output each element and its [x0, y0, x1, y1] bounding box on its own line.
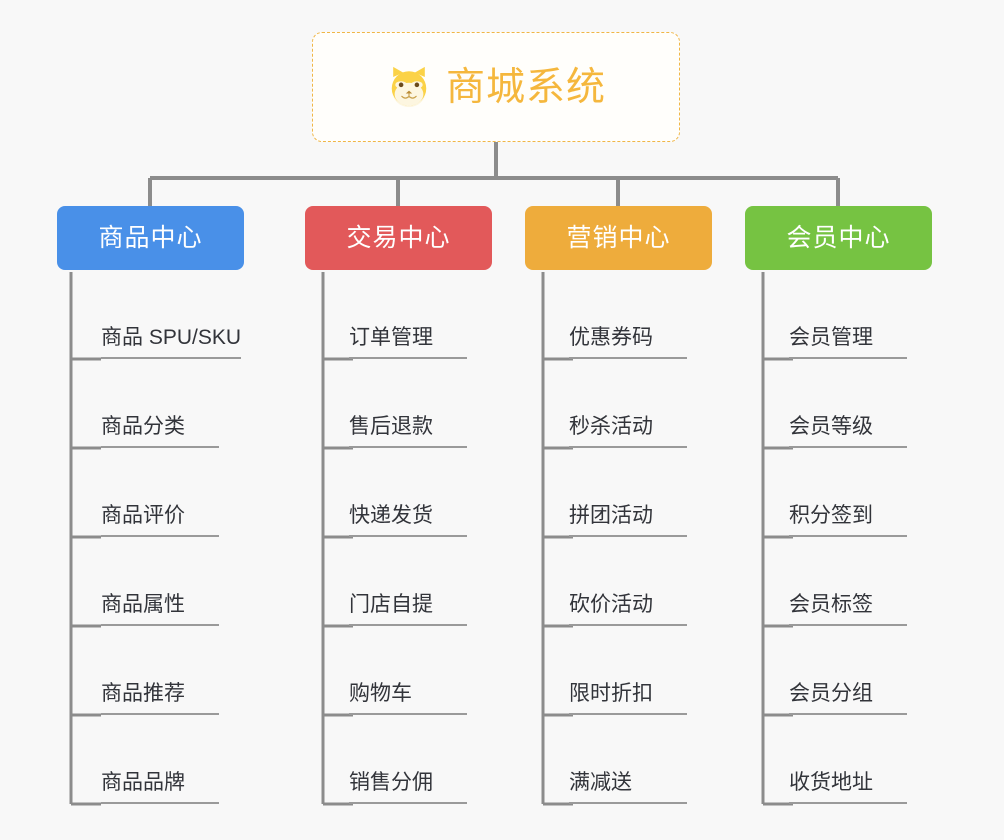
list-item[interactable]: 收货地址 — [745, 715, 975, 804]
list-item[interactable]: 商品推荐 — [57, 626, 287, 715]
list-item[interactable]: 订单管理 — [305, 270, 535, 359]
root-title: 商城系统 — [445, 65, 606, 109]
root-node[interactable]: 商城系统 — [312, 32, 680, 142]
leaf-label: 售后退款 — [349, 416, 467, 448]
list-item[interactable]: 商品分类 — [57, 359, 287, 448]
list-item[interactable]: 会员管理 — [745, 270, 975, 359]
leaf-label: 快递发货 — [349, 505, 467, 537]
branch-label: 商品中心 — [98, 223, 203, 252]
leaf-label: 限时折扣 — [569, 683, 687, 715]
leaf-label: 砍价活动 — [569, 594, 687, 626]
list-item[interactable]: 会员分组 — [745, 626, 975, 715]
list-item[interactable]: 满减送 — [525, 715, 755, 804]
leaf-label: 商品 SPU/SKU — [101, 327, 242, 359]
leaf-label: 会员管理 — [789, 327, 907, 359]
list-item[interactable]: 限时折扣 — [525, 626, 755, 715]
leaf-label: 会员分组 — [789, 683, 907, 715]
leaf-label: 销售分佣 — [349, 772, 467, 804]
leaf-list-marketing-center: 优惠券码 秒杀活动 拼团活动 砍价活动 限时折扣 满减送 — [525, 270, 755, 804]
branch-header-trade-center[interactable]: 交易中心 — [305, 206, 492, 270]
leaf-label: 门店自提 — [349, 594, 467, 626]
leaf-list-trade-center: 订单管理 售后退款 快递发货 门店自提 购物车 销售分佣 — [305, 270, 535, 804]
leaf-label: 商品品牌 — [101, 772, 219, 804]
leaf-label: 会员标签 — [789, 594, 907, 626]
leaf-label: 商品推荐 — [101, 683, 219, 715]
leaf-list-product-center: 商品 SPU/SKU 商品分类 商品评价 商品属性 商品推荐 商品品牌 — [57, 270, 287, 804]
list-item[interactable]: 秒杀活动 — [525, 359, 755, 448]
branch-header-product-center[interactable]: 商品中心 — [57, 206, 244, 270]
leaf-label: 优惠券码 — [569, 327, 687, 359]
list-item[interactable]: 商品 SPU/SKU — [57, 270, 287, 359]
leaf-list-member-center: 会员管理 会员等级 积分签到 会员标签 会员分组 收货地址 — [745, 270, 975, 804]
list-item[interactable]: 会员等级 — [745, 359, 975, 448]
branch-label: 会员中心 — [786, 223, 891, 252]
branch-header-marketing-center[interactable]: 营销中心 — [525, 206, 712, 270]
list-item[interactable]: 商品评价 — [57, 448, 287, 537]
leaf-label: 商品评价 — [101, 505, 219, 537]
leaf-label: 商品属性 — [101, 594, 219, 626]
leaf-label: 订单管理 — [349, 327, 467, 359]
branch-trade-center: 交易中心 订单管理 售后退款 快递发货 门店自提 购物车 销售分佣 — [305, 206, 535, 804]
branch-product-center: 商品中心 商品 SPU/SKU 商品分类 商品评价 商品属性 商品推荐 商品品牌 — [57, 206, 287, 804]
list-item[interactable]: 商品品牌 — [57, 715, 287, 804]
leaf-label: 购物车 — [349, 683, 467, 715]
leaf-label: 拼团活动 — [569, 505, 687, 537]
branch-marketing-center: 营销中心 优惠券码 秒杀活动 拼团活动 砍价活动 限时折扣 满减送 — [525, 206, 755, 804]
list-item[interactable]: 快递发货 — [305, 448, 535, 537]
leaf-label: 商品分类 — [101, 416, 219, 448]
leaf-label: 会员等级 — [789, 416, 907, 448]
list-item[interactable]: 购物车 — [305, 626, 535, 715]
list-item[interactable]: 门店自提 — [305, 537, 535, 626]
list-item[interactable]: 销售分佣 — [305, 715, 535, 804]
leaf-label: 秒杀活动 — [569, 416, 687, 448]
list-item[interactable]: 砍价活动 — [525, 537, 755, 626]
list-item[interactable]: 会员标签 — [745, 537, 975, 626]
shiba-dog-icon — [391, 66, 427, 108]
list-item[interactable]: 商品属性 — [57, 537, 287, 626]
list-item[interactable]: 拼团活动 — [525, 448, 755, 537]
leaf-label: 积分签到 — [789, 505, 907, 537]
list-item[interactable]: 售后退款 — [305, 359, 535, 448]
leaf-label: 满减送 — [569, 772, 687, 804]
leaf-label: 收货地址 — [789, 772, 907, 804]
branch-label: 营销中心 — [566, 223, 671, 252]
list-item[interactable]: 优惠券码 — [525, 270, 755, 359]
branch-member-center: 会员中心 会员管理 会员等级 积分签到 会员标签 会员分组 收货地址 — [745, 206, 975, 804]
branch-label: 交易中心 — [346, 223, 451, 252]
list-item[interactable]: 积分签到 — [745, 448, 975, 537]
branch-header-member-center[interactable]: 会员中心 — [745, 206, 932, 270]
